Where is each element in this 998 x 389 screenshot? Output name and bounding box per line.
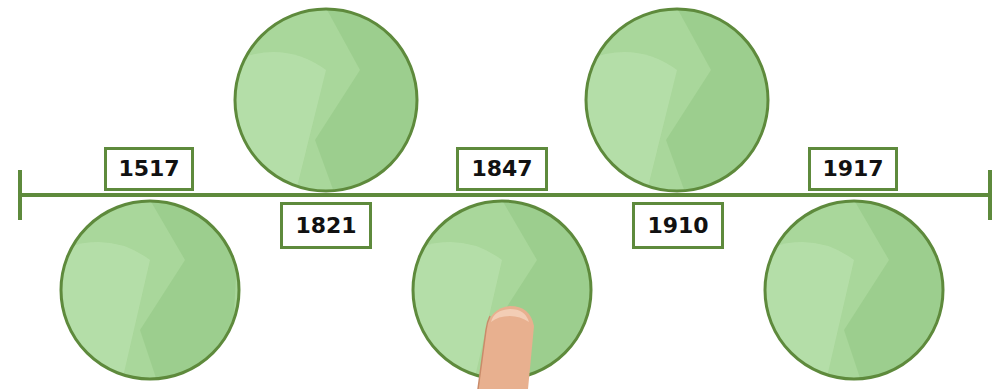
year-label: 1517 [118,158,179,180]
axis-end-tick [18,170,22,220]
year-box: 1917 [808,147,898,191]
year-box: 1847 [456,147,548,191]
year-box: 1517 [104,147,194,191]
circle-outline [586,9,768,191]
watercolor-circle [586,8,770,195]
watercolor-circle [60,200,240,389]
watercolor-circle [764,200,945,389]
year-label: 1910 [647,215,708,237]
year-label: 1917 [822,158,883,180]
pointing-finger [478,306,534,389]
year-box: 1910 [632,202,724,249]
year-label: 1821 [295,215,356,237]
circle-group [60,8,945,389]
watercolor-circle [235,8,420,195]
axis-end-tick [988,170,992,220]
year-label: 1847 [471,158,532,180]
year-box: 1821 [280,202,372,249]
circle-outline [235,9,417,191]
timeline-axis [20,193,990,197]
watercolor-circle [412,200,595,389]
circle-outline [61,201,239,379]
circle-outline [765,201,943,379]
